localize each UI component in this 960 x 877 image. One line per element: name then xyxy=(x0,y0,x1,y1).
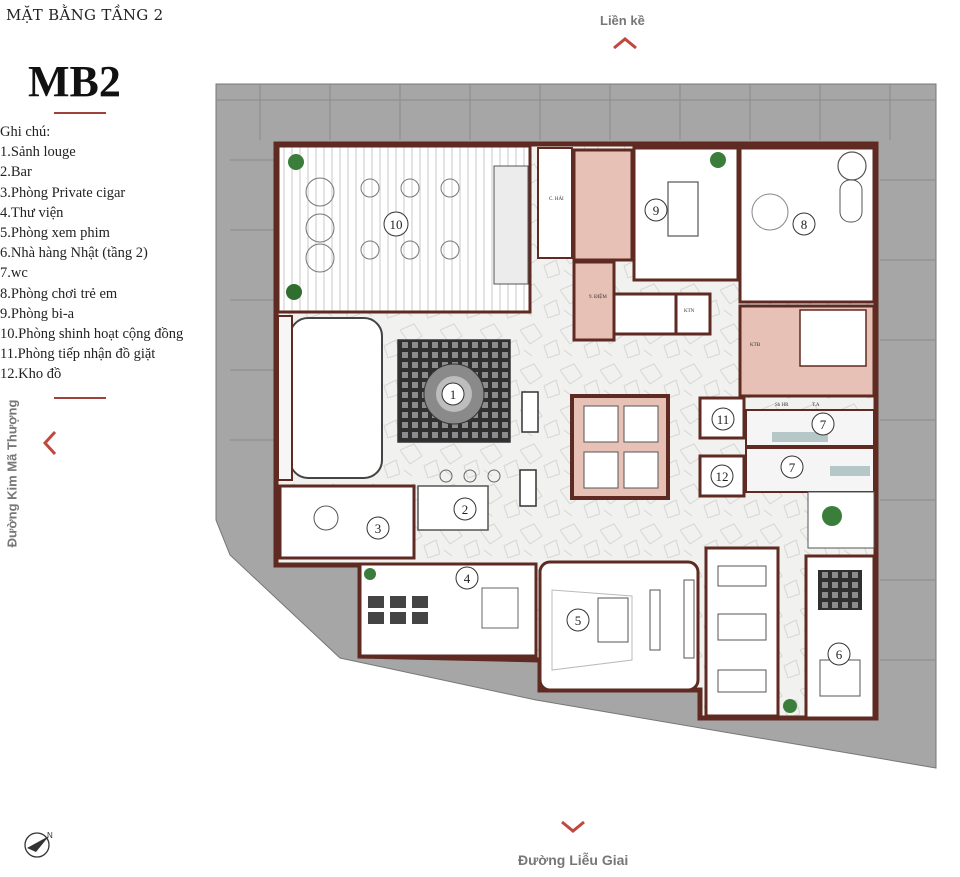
svg-text:10: 10 xyxy=(390,217,403,232)
room-labels: 1 2 3 4 5 6 7 7 8 9 10 11 12 xyxy=(366,198,851,666)
room-label: 6 xyxy=(827,642,851,666)
svg-text:11: 11 xyxy=(717,412,730,427)
room-label: 9 xyxy=(644,198,668,222)
small-label: T.A xyxy=(812,403,820,408)
room-label: 12 xyxy=(710,464,734,488)
north-arrow-icon: N xyxy=(24,831,53,858)
legend-item: 1.Sảnh louge xyxy=(0,144,76,161)
svg-text:5: 5 xyxy=(575,613,582,628)
legend-item: 11.Phòng tiếp nhận đồ giặt xyxy=(0,346,156,363)
room-label: 7 xyxy=(780,455,804,479)
room-5 xyxy=(538,560,700,692)
room-6 xyxy=(804,554,876,720)
svg-text:8: 8 xyxy=(801,217,808,232)
legend-item: 10.Phòng shinh hoạt cộng đồng xyxy=(0,326,184,343)
room-label: 3 xyxy=(366,516,390,540)
svg-text:1: 1 xyxy=(450,387,457,402)
legend-underline xyxy=(54,397,106,399)
room-label: 4 xyxy=(455,566,479,590)
small-label: 9. ĐIỆM xyxy=(589,294,607,300)
room-label: 8 xyxy=(792,212,816,236)
legend-item: 5.Phòng xem phim xyxy=(0,225,110,242)
room-4 xyxy=(358,562,538,658)
legend-item: 8.Phòng chơi trẻ em xyxy=(0,285,118,302)
restaurant-area xyxy=(704,546,780,718)
legend-item: 4.Thư viện xyxy=(0,204,64,221)
svg-text:7: 7 xyxy=(820,417,827,432)
svg-text:7: 7 xyxy=(789,460,796,475)
room-3 xyxy=(278,484,416,560)
svg-text:12: 12 xyxy=(716,469,729,484)
direction-bottom-label: Đường Liễu Giai xyxy=(518,852,629,868)
legend-item: 6.Nhà hàng Nhật (tầng 2) xyxy=(0,245,148,262)
svg-text:3: 3 xyxy=(375,521,382,536)
pavement-grid xyxy=(216,84,936,661)
svg-text:9: 9 xyxy=(653,203,660,218)
svg-text:6: 6 xyxy=(836,647,843,662)
void-left xyxy=(289,317,383,479)
room-label: 11 xyxy=(711,407,735,431)
room-10 xyxy=(276,144,532,314)
chevron-up-icon xyxy=(613,37,637,50)
room-label: 7 xyxy=(811,412,835,436)
legend-item: 7.wc xyxy=(0,265,28,282)
room-label: 10 xyxy=(383,211,409,237)
title-underline xyxy=(54,112,106,114)
room-label: 1 xyxy=(441,382,465,406)
direction-top-label: Liền kề xyxy=(600,13,645,28)
legend-item: 12.Kho đồ xyxy=(0,366,62,383)
plan-code: MB2 xyxy=(28,57,121,106)
room-label: 5 xyxy=(566,608,590,632)
svg-text:N: N xyxy=(47,831,53,840)
svg-text:2: 2 xyxy=(462,502,469,517)
room-2 xyxy=(417,485,489,531)
page-title: MẶT BẰNG TẦNG 2 xyxy=(6,6,164,24)
legend-heading: Ghi chú: xyxy=(0,124,51,140)
legend-item: 3.Phòng Private cigar xyxy=(0,184,126,201)
legend-item: 2.Bar xyxy=(0,164,32,181)
small-label: C. HẢI xyxy=(549,196,564,202)
room-label: 2 xyxy=(453,497,477,521)
svg-text:4: 4 xyxy=(464,571,471,586)
small-label: KTN xyxy=(684,309,695,314)
chevron-left-icon xyxy=(42,430,57,456)
small-label: KTĐ xyxy=(750,343,761,348)
chevron-down-icon xyxy=(561,820,585,833)
stair-core-top xyxy=(572,148,634,262)
small-label: Sh HR xyxy=(775,403,789,408)
legend: Ghi chú: 1.Sảnh louge 2.Bar 3.Phòng Priv… xyxy=(0,122,183,385)
legend-item: 9.Phòng bi-a xyxy=(0,305,75,322)
